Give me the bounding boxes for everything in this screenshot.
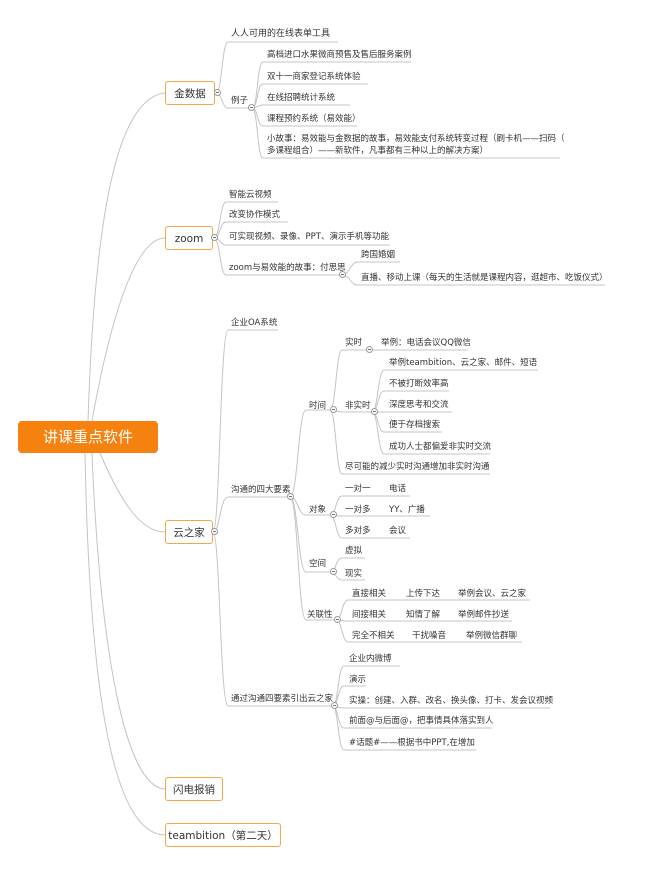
jinshuju-example-2: 双十一商家登记系统体验 [267,72,361,82]
yzj-relevance-label: 关联性 [307,610,333,620]
yzj-relevance-a3: 完全不相关 [352,631,395,641]
root-topic[interactable]: 讲课重点软件 [18,421,158,453]
collapse-lead-icon[interactable] [331,702,338,709]
yzj-realtime-example: 举例：电话会议QQ微信 [381,338,471,348]
yzj-space-label: 空间 [309,559,327,569]
yzj-nonrealtime-3: 深度思考和交流 [389,400,449,410]
zoom-item-1: 智能云视频 [229,190,272,200]
jinshuju-examples-label: 例子 [231,96,249,106]
yzj-object-label: 对象 [309,505,327,515]
collapse-examples-icon[interactable] [248,104,255,111]
jinshuju-story-line1: 小故事：易效能与金数据的故事，易效能支付系统转变过程（刷卡机——扫码（ [267,134,565,144]
yzj-relevance-c2: 举例邮件抄送 [458,610,510,620]
jinshuju-example-3: 在线招聘统计系统 [267,93,336,103]
yzj-nonrealtime: 非实时 [345,401,371,411]
zoom-story-item-2: 直播、移动上课（每天的生活就是课程内容，逛超市、吃饭仪式） [361,273,608,283]
yzj-relevance-a1: 直接相关 [352,589,387,599]
yzj-relevance-c3: 举例微信群聊 [466,631,518,641]
yzj-nonrealtime-5: 成功人士都偏爱非实时交流 [389,442,492,452]
branch-jinshuju[interactable]: 金数据 [165,81,215,105]
branch-yunzhijia[interactable]: 云之家 [165,520,213,544]
collapse-four-elements-icon[interactable] [287,493,294,500]
yzj-space-2: 现实 [345,569,363,579]
yzj-four-elements: 沟通的四大要素 [231,485,291,495]
connector-yunzhijia [99,452,166,533]
branch-shandian[interactable]: 闪电报销 [165,777,223,801]
yzj-nonrealtime-4: 便于存档搜索 [389,420,441,430]
collapse-zoom-story-icon[interactable] [339,271,346,278]
yzj-object-v1: 电话 [389,484,407,494]
collapse-zoom-icon[interactable] [211,234,218,241]
yzj-object-k2: 一对多 [345,505,371,515]
jinshuju-example-4: 课程预约系统（易效能） [267,114,361,124]
yzj-realtime: 实时 [345,338,363,348]
yzj-lead-3: 实操：创建、入群、改名、换头像、打卡、发会议视频 [349,696,554,706]
collapse-jinshuju-icon[interactable] [214,89,221,96]
collapse-realtime-icon[interactable] [366,346,373,353]
yzj-lead-5: #话题#——根据书中PPT,在增加 [349,738,475,748]
jinshuju-tagline: 人人可用的在线表单工具 [231,29,331,39]
collapse-space-icon[interactable] [330,568,337,575]
connector-jinshuju [87,92,166,422]
branch-zoom[interactable]: zoom [165,226,213,250]
yzj-lead: 通过沟通四要素引出云之家 [231,694,334,704]
connector-teambition [84,452,166,836]
yzj-object-k3: 多对多 [345,526,371,536]
yzj-lead-4: 前面@与后面@，把事情具体落实到人 [349,716,494,726]
yzj-time-reduce: 尽可能的减少实时沟通增加非实时沟通 [345,462,490,472]
collapse-yunzhijia-icon[interactable] [211,528,218,535]
zoom-item-3: 可实现视频、录像、PPT、演示手机等功能 [229,232,389,242]
yzj-nonrealtime-1: 举例teambition、云之家、邮件、短语 [389,358,538,368]
collapse-nonrealtime-icon[interactable] [371,408,378,415]
yzj-nonrealtime-2: 不被打断效率高 [389,379,449,389]
yzj-time-label: 时间 [309,401,327,411]
yzj-relevance-b1: 上传下达 [406,589,441,599]
yzj-object-k1: 一对一 [345,484,371,494]
zoom-item-2: 改变协作模式 [229,210,281,220]
yzj-object-v2: YY、广播 [389,505,425,515]
yzj-relevance-b2: 知情了解 [406,610,441,620]
yzj-oa: 企业OA系统 [231,318,278,328]
connector-shandian [91,452,166,790]
yzj-relevance-b3: 干扰噪音 [412,631,447,641]
zoom-story: zoom与易效能的故事：付思思 [229,263,346,273]
branch-teambition[interactable]: teambition（第二天） [165,823,281,847]
zoom-story-item-1: 跨国婚姻 [361,250,396,260]
collapse-time-icon[interactable] [330,406,337,413]
yzj-relevance-a2: 间接相关 [352,610,387,620]
yzj-object-v3: 会议 [389,526,407,536]
yzj-lead-1: 企业内微博 [349,654,392,664]
yzj-relevance-c1: 举例会议、云之家 [458,589,527,599]
connector-zoom [91,237,166,422]
jinshuju-example-1: 高档进口水果微商预售及售后服务案例 [267,50,412,60]
collapse-relevance-icon[interactable] [334,616,341,623]
yzj-space-1: 虚拟 [345,546,363,556]
collapse-object-icon[interactable] [330,511,337,518]
jinshuju-story-line2: 多课程组合）——新软件，凡事都有三种以上的解决方案） [267,146,489,156]
yzj-lead-2: 演示 [349,675,367,685]
